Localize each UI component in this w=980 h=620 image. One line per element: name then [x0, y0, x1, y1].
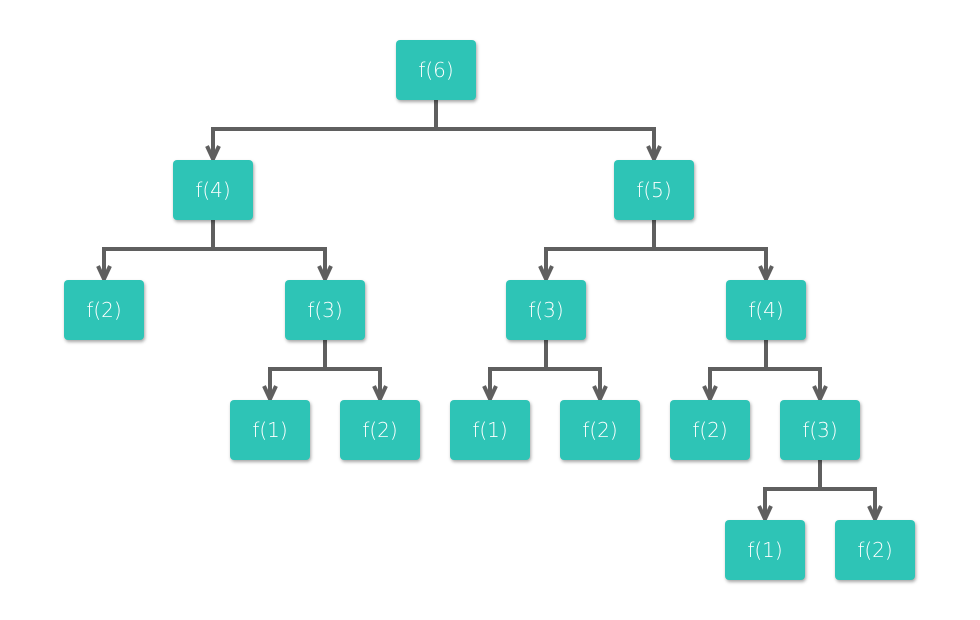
- arrow-head-icon: [758, 265, 774, 284]
- arrow-head-icon: [592, 385, 608, 404]
- call-node: f(1): [230, 400, 310, 460]
- arrow-head-icon: [702, 385, 718, 404]
- call-node: f(3): [780, 400, 860, 460]
- arrow-head-icon: [482, 385, 498, 404]
- call-node: f(1): [725, 520, 805, 580]
- call-node: f(3): [285, 280, 365, 340]
- call-node: f(2): [340, 400, 420, 460]
- call-node: f(2): [560, 400, 640, 460]
- call-node: f(1): [450, 400, 530, 460]
- arrow-head-icon: [372, 385, 388, 404]
- arrow-head-icon: [757, 505, 773, 524]
- call-node: f(2): [835, 520, 915, 580]
- arrow-head-icon: [317, 265, 333, 284]
- arrow-head-icon: [538, 265, 554, 284]
- call-node: f(3): [506, 280, 586, 340]
- call-node: f(2): [64, 280, 144, 340]
- arrow-head-icon: [96, 265, 112, 284]
- arrow-head-icon: [646, 145, 662, 164]
- arrow-head-icon: [205, 145, 221, 164]
- call-node: f(4): [173, 160, 253, 220]
- call-node: f(2): [670, 400, 750, 460]
- call-node: f(5): [614, 160, 694, 220]
- arrow-head-icon: [867, 505, 883, 524]
- arrow-head-icon: [262, 385, 278, 404]
- arrow-head-icon: [812, 385, 828, 404]
- call-node: f(6): [396, 40, 476, 100]
- call-node: f(4): [726, 280, 806, 340]
